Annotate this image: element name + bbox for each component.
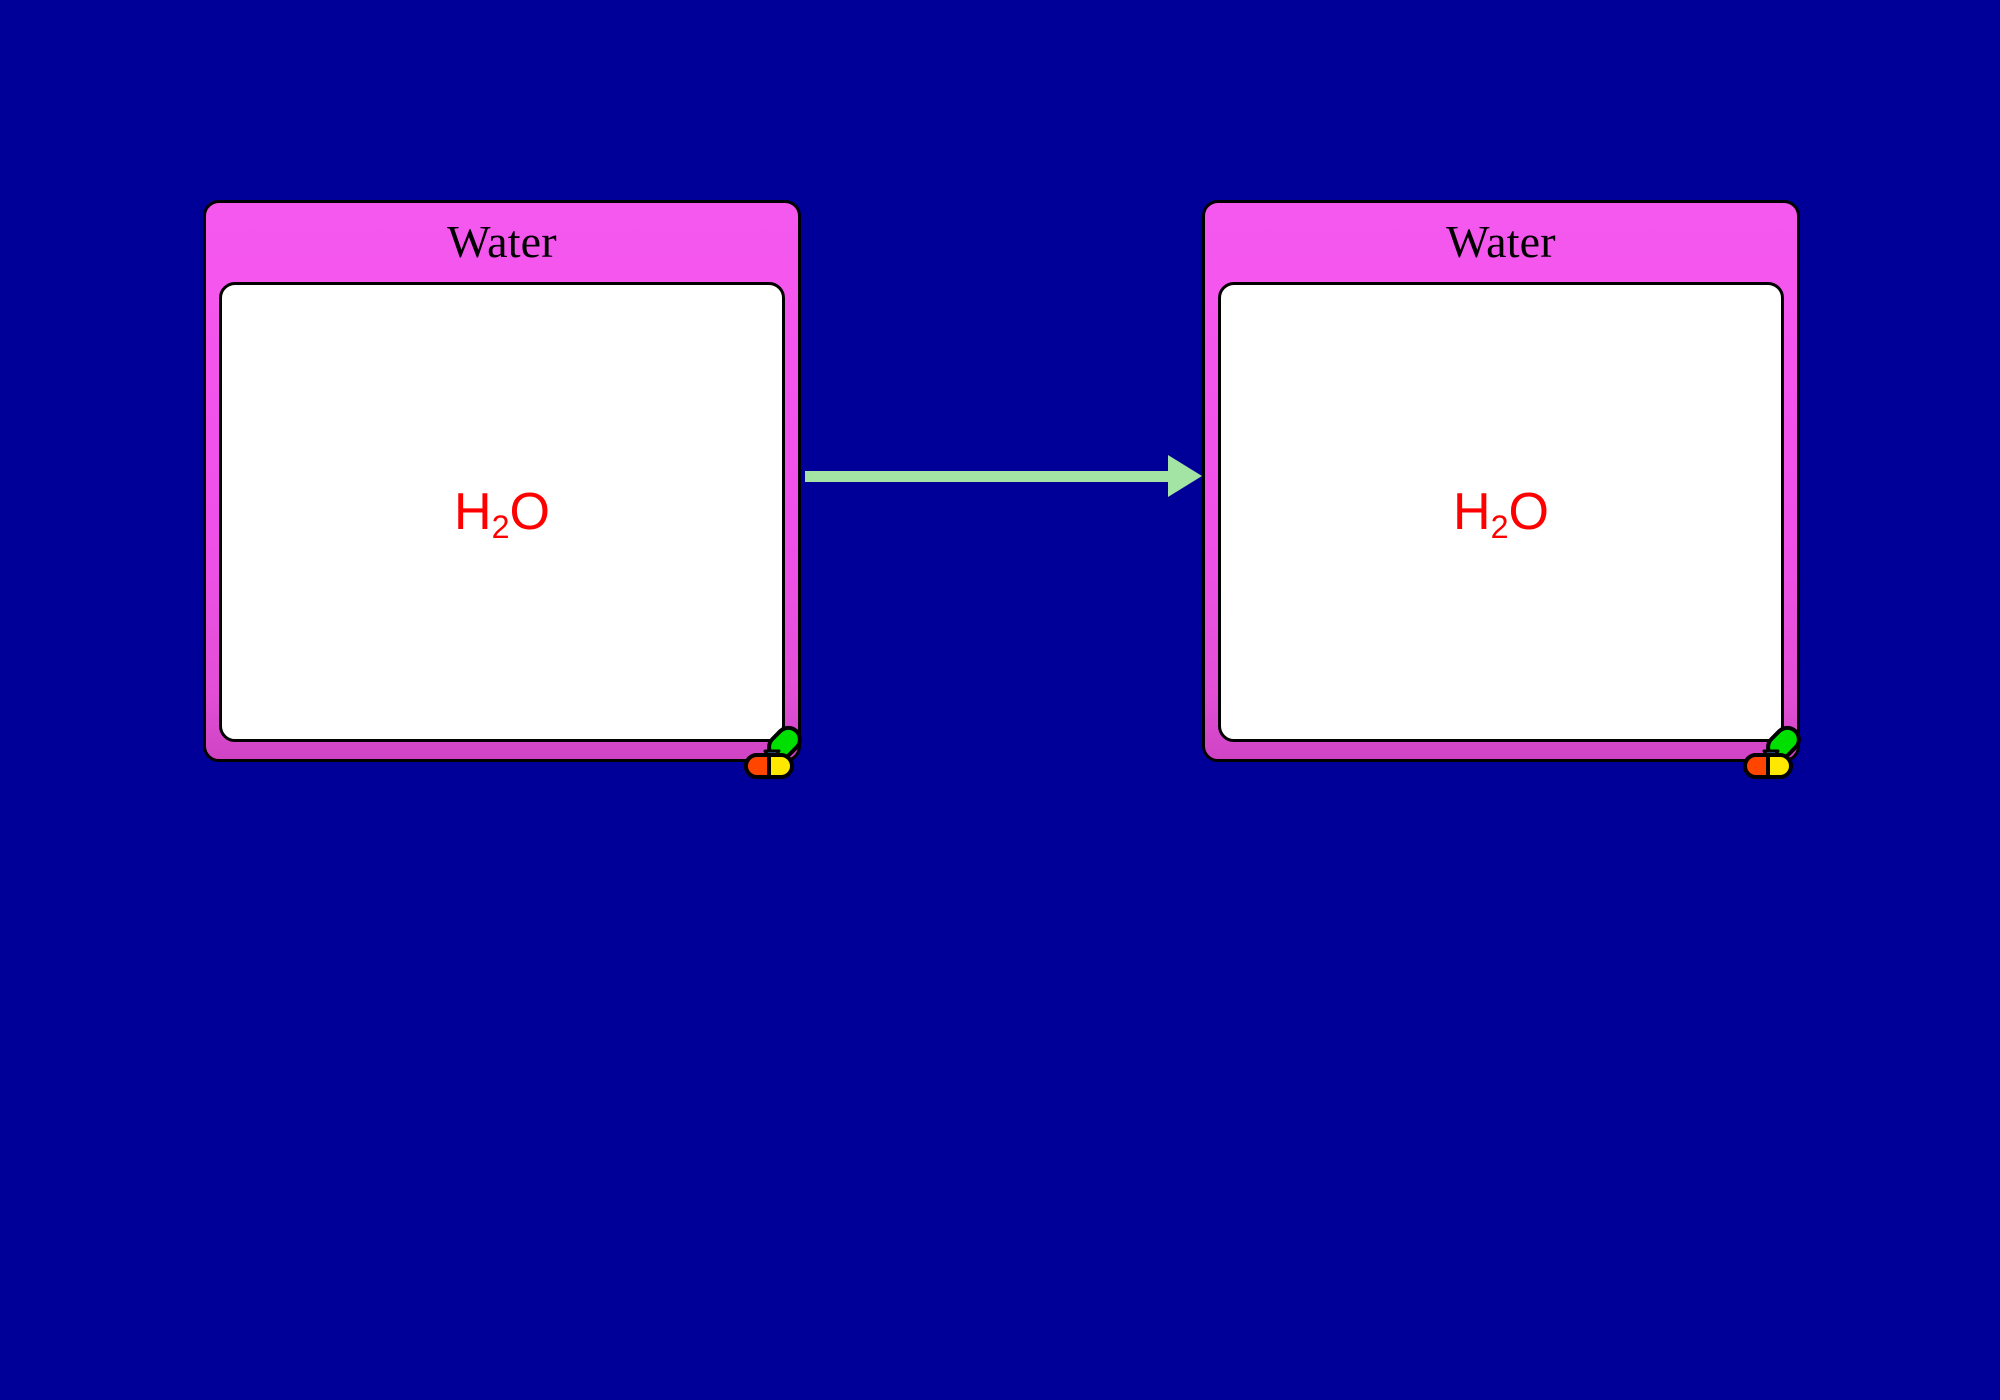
compartment-title-source: Water — [447, 216, 557, 267]
species-label-source: H2O — [222, 482, 782, 546]
compartment-target[interactable]: Water H2O — [1202, 200, 1801, 779]
species-tail-source: O — [509, 483, 550, 541]
compartment-title-target: Water — [1446, 216, 1556, 267]
compartment-source[interactable]: Water H2O — [203, 200, 802, 779]
compartment-body-target[interactable]: H2O — [1218, 282, 1784, 742]
pill-capsule-icon-target[interactable] — [1737, 719, 1813, 781]
species-subscript-target: 2 — [1490, 509, 1509, 546]
flow-arrow-source-to-target[interactable] — [805, 455, 1202, 497]
compartment-body-source[interactable]: H2O — [219, 282, 785, 742]
flow-arrow-shaft — [805, 470, 1172, 482]
capsule-orange-yellow — [744, 753, 794, 779]
species-tail-target: O — [1508, 483, 1549, 541]
species-element-target: H — [1453, 483, 1491, 541]
species-label-target: H2O — [1221, 482, 1781, 546]
flow-arrow-head — [1168, 455, 1202, 497]
capsule-orange-yellow — [1743, 753, 1793, 779]
pill-capsule-icon-source[interactable] — [738, 719, 814, 781]
species-element-source: H — [454, 483, 492, 541]
species-subscript-source: 2 — [491, 509, 510, 546]
